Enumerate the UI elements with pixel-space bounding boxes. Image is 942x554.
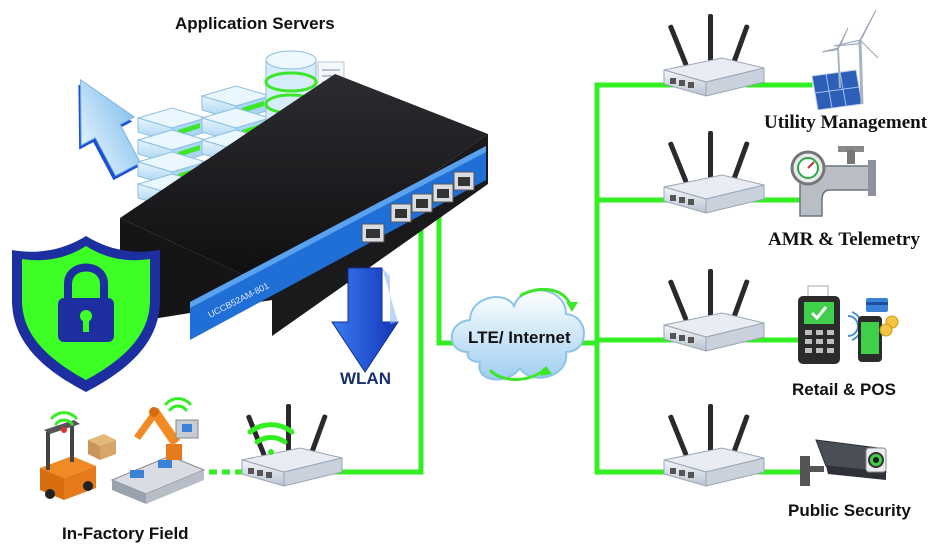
link-switch-to-field-router xyxy=(327,214,424,475)
solar-panel-icon xyxy=(811,69,863,111)
water-meter-icon xyxy=(790,146,876,217)
upload-arrow-icon xyxy=(78,78,141,181)
label-amr-telemetry: AMR & Telemetry xyxy=(768,229,920,250)
label-utility-management: Utility Management xyxy=(764,112,928,133)
label-in-factory-field: In-Factory Field xyxy=(62,524,189,543)
factory-robot-icon xyxy=(40,397,206,504)
label-application-servers: Application Servers xyxy=(175,14,335,33)
smartphone-icon xyxy=(847,298,899,362)
wind-turbine-icon xyxy=(821,9,879,105)
router-icon xyxy=(663,268,765,352)
pos-terminal-icon xyxy=(798,285,840,364)
gateway-switch: UCCB52AM-801 xyxy=(120,74,488,340)
router-icon xyxy=(663,130,765,214)
label-wlan: WLAN xyxy=(340,369,391,388)
router-icon xyxy=(241,403,343,487)
cloud-icon xyxy=(450,287,585,381)
server-stack-icon xyxy=(136,85,271,209)
label-public-security: Public Security xyxy=(788,501,911,520)
router-icon xyxy=(663,403,765,487)
label-lte-internet: LTE/ Internet xyxy=(468,328,571,347)
wifi-icon xyxy=(247,422,295,455)
download-arrow-icon xyxy=(331,267,399,373)
router-icon xyxy=(663,13,765,97)
cctv-camera-icon xyxy=(800,439,887,486)
shield-lock-icon xyxy=(12,236,160,392)
label-retail-pos: Retail & POS xyxy=(792,380,896,399)
